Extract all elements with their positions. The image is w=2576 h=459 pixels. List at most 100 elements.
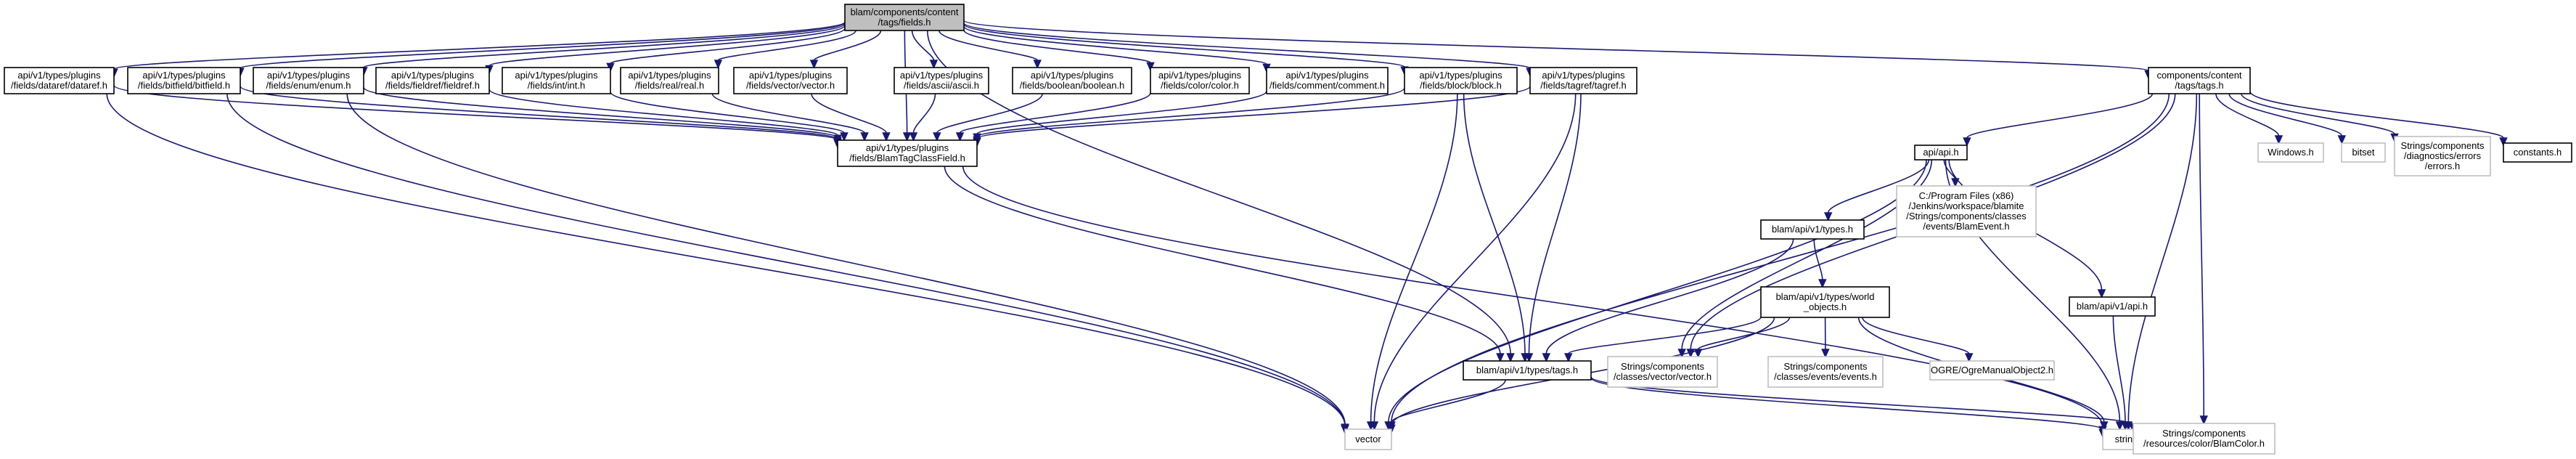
edge-line: [113, 84, 838, 141]
edge-line: [1545, 238, 1794, 354]
edge-line: [610, 28, 846, 65]
node-label-line: blam/components/content: [851, 7, 959, 17]
node-box: [1760, 286, 1890, 318]
edge-line: [976, 86, 1531, 139]
edge-line: [963, 25, 1267, 65]
edge-line: [963, 22, 1531, 69]
node-root[interactable]: blam/components/content/tags/fields.h: [844, 4, 965, 31]
node-label-line: /fields/real/real.h: [635, 80, 704, 91]
edge-comment-to-btcf: [973, 90, 1267, 143]
edge-line: [240, 22, 846, 69]
node-box: [127, 67, 241, 94]
node-ascii[interactable]: api/v1/types/plugins/fields/ascii/ascii.…: [894, 67, 989, 94]
edge-tagref-to-btcf: [973, 86, 1531, 147]
edge-line: [113, 21, 846, 70]
edge-vectorf-to-btcf: [811, 93, 891, 142]
node-label-line: /fields/enum/enum.h: [266, 80, 351, 91]
edge-line: [346, 93, 1346, 425]
node-errors: Strings/components/diagnostics/errors/er…: [2394, 136, 2491, 176]
node-box: [1914, 145, 1968, 161]
edge-line: [976, 87, 1405, 138]
node-typesh[interactable]: blam/api/v1/types.h: [1760, 219, 1865, 240]
node-v1tags[interactable]: blam/api/v1/types/tags.h: [1463, 360, 1592, 381]
edge-apih-to-blamevent: [1943, 159, 1960, 187]
node-layer: blam/components/content/tags/fields.h api…: [4, 4, 2572, 455]
node-int[interactable]: api/v1/types/plugins/fields/int/int.h: [502, 67, 611, 94]
node-box: [1463, 360, 1592, 381]
node-vectorf[interactable]: api/v1/types/plugins/fields/vector/vecto…: [733, 67, 848, 94]
node-box: [1767, 356, 1884, 388]
node-worldobj[interactable]: blam/api/v1/types/world_objects.h: [1760, 286, 1890, 318]
node-boolean[interactable]: api/v1/types/plugins/fields/boolean/bool…: [1012, 67, 1132, 94]
node-box: [4, 67, 115, 94]
node-box: [2394, 136, 2491, 176]
edge-arrowhead: [1387, 421, 1396, 431]
edge-arrowhead: [1964, 353, 1974, 362]
edge-tagsh-to-windows: [2215, 93, 2283, 145]
node-bitfield[interactable]: api/v1/types/plugins/fields/bitfield/bit…: [127, 67, 241, 94]
edge-line: [1391, 379, 1506, 423]
edge-dataref-to-btcf: [113, 84, 842, 149]
edge-root-to-real: [713, 30, 856, 69]
edge-line: [1567, 316, 1762, 354]
node-label-line: blam/api/v1/types/tags.h: [1476, 365, 1578, 375]
edge-line: [717, 30, 856, 61]
node-label-line: api/v1/types/plugins: [1031, 70, 1114, 81]
node-comment[interactable]: api/v1/types/plugins/fields/comment/comm…: [1266, 67, 1389, 94]
node-block[interactable]: api/v1/types/plugins/fields/block/block.…: [1404, 67, 1518, 94]
edge-line: [1697, 317, 1791, 350]
node-label-line: Strings/components: [2401, 140, 2485, 151]
node-tagsh[interactable]: components/content/tags/tags.h: [2148, 67, 2251, 94]
edge-tagsh-to-blamcolor: [2199, 93, 2208, 425]
edge-tagref-to-vector: [1370, 93, 1577, 431]
edge-line: [1813, 238, 1823, 280]
edge-arrowhead: [1370, 421, 1379, 431]
edge-arrowhead: [882, 132, 891, 142]
edge-bitfield-to-vector: [226, 93, 1349, 434]
node-label-line: api/v1/types/plugins: [391, 70, 475, 81]
node-label-line: bitset: [2352, 147, 2374, 158]
node-label-line: api/v1/types/plugins: [142, 70, 226, 81]
node-label-line: /fields/comment/comment.h: [1269, 80, 1385, 91]
node-label-line: Strings/components: [1621, 361, 1704, 372]
edge-line: [488, 25, 846, 67]
node-box: [1607, 356, 1718, 388]
edge-line: [912, 93, 936, 134]
node-btcf[interactable]: api/v1/types/plugins/fields/BlamTagClass…: [837, 139, 978, 167]
edge-worldobj-to-v1tags: [1564, 316, 1762, 362]
node-v1api[interactable]: blam/api/v1/api.h: [2069, 296, 2156, 317]
node-box: [253, 67, 364, 94]
node-box: [2341, 142, 2386, 163]
node-color[interactable]: api/v1/types/plugins/fields/color/color.…: [1150, 67, 1250, 94]
node-enum[interactable]: api/v1/types/plugins/fields/enum/enum.h: [253, 67, 364, 94]
edge-typesh-to-v1tags: [1542, 238, 1794, 362]
node-label-line: api/v1/types/plugins: [17, 70, 101, 81]
node-vectorclass: Strings/components/classes/vector/vector…: [1607, 356, 1718, 388]
node-dataref[interactable]: api/v1/types/plugins/fields/dataref/data…: [4, 67, 115, 94]
node-fieldref[interactable]: api/v1/types/plugins/fields/fieldref/fie…: [375, 67, 490, 94]
edge-line: [488, 89, 838, 137]
edge-line: [959, 92, 1151, 134]
node-label-line: blam/api/v1/types/world: [1776, 291, 1875, 302]
edge-line: [963, 29, 1151, 64]
node-label-line: _objects.h: [1803, 301, 1847, 312]
node-constants[interactable]: constants.h: [2503, 142, 2572, 163]
edge-line: [1388, 159, 1927, 423]
node-real[interactable]: api/v1/types/plugins/fields/real/real.h: [620, 67, 719, 94]
edge-typesh-to-worldobj: [1813, 238, 1827, 288]
edge-arrowhead: [933, 132, 941, 142]
node-bitset: bitset: [2341, 142, 2386, 163]
node-blamevent: C:/Program Files (x86)/Jenkins/workspace…: [1896, 185, 2037, 237]
edge-boolean-to-btcf: [933, 93, 1043, 142]
edge-line: [1373, 93, 1577, 423]
node-label-line: api/v1/types/plugins: [267, 70, 351, 81]
node-ogre: OGRE/OgreManualObject2.h: [1929, 360, 2055, 381]
node-tagref[interactable]: api/v1/types/plugins/fields/tagref/tagre…: [1529, 67, 1637, 94]
node-box: [1760, 219, 1865, 240]
edge-bitfield-to-btcf: [240, 86, 842, 148]
node-apih[interactable]: api/api.h: [1914, 145, 1968, 161]
node-label-line: Strings/components: [1784, 361, 1868, 372]
edge-line: [962, 166, 2103, 427]
node-label-line: Strings/components: [2162, 428, 2246, 439]
node-label-line: blam/api/v1/types.h: [1772, 224, 1853, 235]
